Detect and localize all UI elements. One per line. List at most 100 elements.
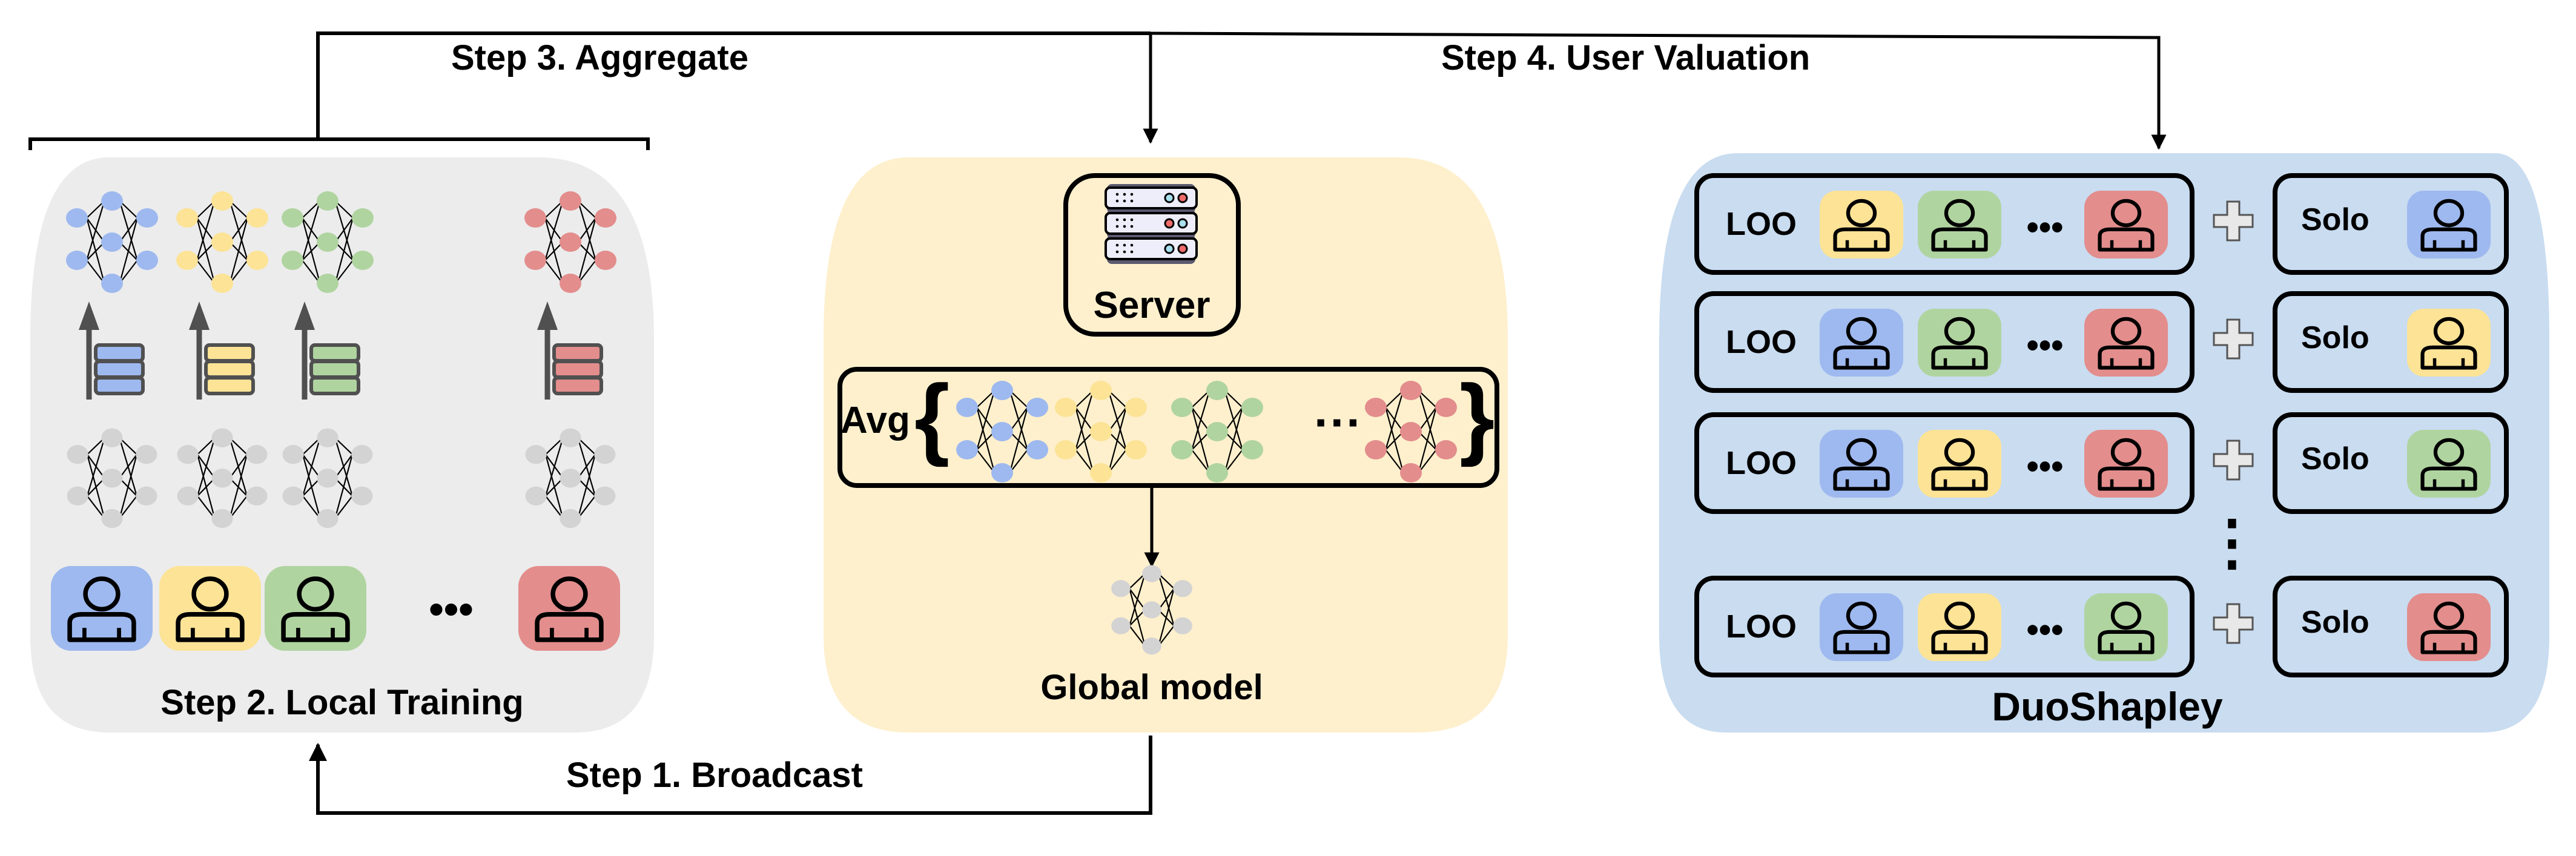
valuation-row: LOO•••Solo [1694, 576, 2509, 677]
trained-model-green [282, 191, 374, 293]
avg-ellipsis: ··· [1314, 395, 1362, 449]
neuron-node [1142, 565, 1161, 582]
server-icon [1105, 184, 1198, 264]
avg-model-yellow [1055, 381, 1147, 482]
neuron-node [177, 486, 199, 505]
avg-models [956, 381, 1457, 482]
neuron-node [594, 486, 616, 505]
user-icon [265, 566, 366, 651]
neuron-node [351, 486, 373, 505]
neuron-node [67, 486, 88, 505]
neuron-node [1173, 580, 1192, 598]
avg-model-green [1171, 381, 1263, 482]
neuron-node [317, 232, 339, 252]
users-ellipsis: ••• [429, 585, 474, 633]
neuron-node [1142, 601, 1161, 619]
neuron-node [1435, 440, 1457, 459]
trained-model-yellow [176, 191, 268, 293]
neuron-node [1026, 398, 1048, 417]
aggregate-connector [28, 31, 1151, 150]
neuron-node [282, 486, 304, 505]
neuron-node [211, 274, 233, 293]
plus-icon [2213, 318, 2254, 360]
user-icon [159, 566, 261, 651]
avg-model-blue [956, 381, 1048, 482]
neuron-node [66, 251, 88, 270]
neuron-node [177, 445, 199, 464]
right-brace: } [1459, 366, 1494, 467]
neuron-node [317, 274, 339, 293]
neuron-node [282, 251, 303, 270]
user-icon [2084, 309, 2168, 377]
loo-ellipsis: ••• [2027, 447, 2064, 486]
step1-arrow [309, 736, 1152, 815]
neuron-node [352, 208, 374, 228]
neuron-node [211, 428, 233, 447]
solo-box [2273, 291, 2509, 393]
neuron-node [211, 232, 233, 252]
neuron-node [176, 251, 198, 270]
neuron-node [1365, 440, 1387, 459]
global-model-network [1111, 565, 1192, 655]
global-model-icon [1111, 565, 1192, 655]
neuron-node [1111, 617, 1131, 634]
database-icon [204, 343, 255, 395]
user-icon [2084, 191, 2168, 258]
neuron-node [1055, 398, 1077, 417]
loo-ellipsis: ••• [2027, 326, 2064, 365]
step3-label: Step 3. Aggregate [451, 38, 748, 77]
step4-arrow [1150, 31, 2167, 150]
neuron-node [1026, 440, 1048, 459]
avg-box [837, 367, 1499, 488]
local-training-content: ••• [51, 191, 620, 651]
server-panel [824, 157, 1508, 733]
neuron-node [1241, 440, 1263, 459]
local-model-red [525, 428, 616, 528]
neuron-node [136, 251, 158, 270]
user-icon [1918, 430, 2001, 498]
step2-label: Step 2. Local Training [160, 683, 523, 722]
neuron-node [351, 445, 373, 464]
neuron-node [1173, 617, 1192, 634]
trained-model-red [524, 191, 616, 293]
neuron-node [991, 463, 1013, 482]
neuron-node [1125, 440, 1147, 459]
loo-box [1694, 291, 2195, 393]
neuron-node [1090, 381, 1112, 400]
neuron-node [101, 469, 123, 488]
neuron-node [594, 445, 616, 464]
neuron-node [956, 440, 978, 459]
neuron-node [956, 398, 978, 417]
loo-box [1694, 576, 2195, 677]
local-model-blue [67, 428, 157, 528]
user-icon [1820, 593, 1903, 661]
neuron-node [136, 208, 158, 228]
user-icon [1820, 309, 1903, 377]
local-model-green [282, 428, 373, 528]
left-brace: { [914, 366, 949, 467]
avg-label: Avg [841, 400, 910, 441]
neuron-node [1090, 422, 1112, 441]
loo-label: LOO [1726, 206, 1797, 242]
neuron-node [136, 445, 157, 464]
user-icon [2407, 593, 2491, 661]
user-icon [1918, 309, 2001, 377]
user-icon [2407, 309, 2491, 377]
user-icon [2084, 430, 2168, 498]
neuron-node [1206, 381, 1228, 400]
neuron-node [1400, 422, 1422, 441]
neuron-node [176, 208, 198, 228]
neuron-node [991, 381, 1013, 400]
loo-label: LOO [1726, 445, 1797, 481]
step1-label: Step 1. Broadcast [566, 756, 863, 795]
neuron-node [211, 469, 233, 488]
neuron-node [317, 509, 339, 528]
neuron-node [524, 208, 546, 228]
neuron-node [101, 509, 123, 528]
plus-icon [2213, 603, 2254, 644]
neuron-node [246, 208, 268, 228]
avg-model-red [1365, 381, 1457, 482]
neuron-node [282, 208, 303, 228]
neuron-node [560, 469, 581, 488]
